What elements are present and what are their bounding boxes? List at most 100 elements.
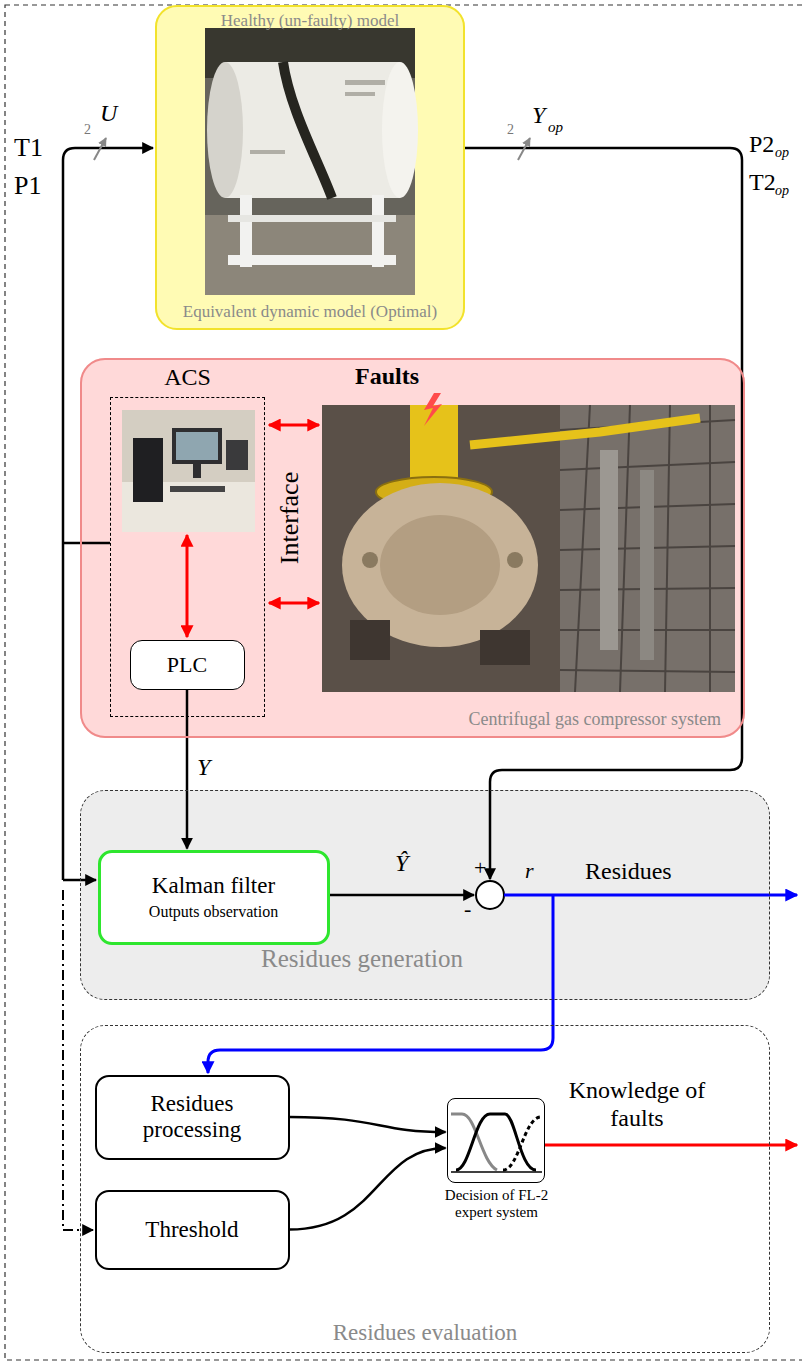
- bus-width-mark: [94, 138, 106, 160]
- kalman-box: Kalman filterOutputs observation: [98, 850, 330, 945]
- node-text: ACS: [111, 364, 264, 391]
- signal-label: Ŷ: [395, 850, 408, 877]
- signal-wire: [63, 890, 93, 1230]
- computer-photo: [176, 432, 218, 460]
- node-text: Residues evaluation: [81, 1320, 769, 1346]
- plant-panel: Centrifugal gas compressor systemACSPLC: [80, 358, 745, 738]
- node-text: Healthy (un-faulty) model: [157, 11, 463, 31]
- signal-label: T1: [14, 133, 43, 163]
- signal-label: Knowledge of faults: [562, 1077, 712, 1132]
- compressor-photo: [350, 620, 390, 660]
- fault-bolt: [424, 393, 442, 426]
- interface-arrow: [269, 602, 319, 605]
- computer-photo: [122, 410, 255, 532]
- tank-photo: [228, 215, 396, 222]
- interface-arrow: [187, 425, 319, 637]
- connector: [186, 690, 189, 849]
- compressor-photo: [380, 515, 500, 615]
- compressor-photo: [362, 552, 378, 568]
- tank-photo: [382, 62, 418, 198]
- signal-label: P1: [14, 171, 41, 201]
- node-text: Residues generation: [261, 945, 463, 973]
- fuzzy-curves: [456, 1114, 536, 1170]
- plc-box: PLC: [130, 640, 245, 690]
- compressor-photo: [575, 405, 710, 692]
- compressor-photo: [600, 450, 618, 650]
- outer-frame: [5, 5, 802, 1360]
- compressor-photo: [470, 418, 700, 445]
- tank-photo: [207, 62, 243, 198]
- signal-label: 2: [507, 122, 514, 138]
- computer-photo: [172, 428, 222, 464]
- node-text: Equivalent dynamic model (Optimal): [157, 302, 463, 322]
- threshold-box: Threshold: [95, 1190, 290, 1270]
- compressor-photo: [480, 630, 530, 665]
- signal-label: Residues: [585, 858, 672, 885]
- node-text: Residues processing: [122, 1091, 262, 1144]
- signal-wire: [465, 148, 742, 879]
- computer-photo: [170, 486, 225, 492]
- compressor-photo: [507, 552, 523, 568]
- computer-photo: [122, 410, 255, 532]
- fuzzy-curves: [451, 1171, 542, 1173]
- tank-photo: [345, 80, 385, 85]
- tank-photo: [225, 62, 400, 198]
- fuzzy-curves: [451, 1114, 542, 1172]
- model-panel: Healthy (un-faulty) modelEquivalent dyna…: [155, 5, 465, 330]
- interface-arrow: [269, 424, 319, 427]
- fuzzy-curves: [503, 1117, 541, 1170]
- signal-label: op: [775, 183, 789, 199]
- process-box: Residues processing: [95, 1075, 290, 1160]
- signal-label: Interface: [275, 472, 305, 564]
- region-fill: [80, 5, 770, 1353]
- signal-wire: [330, 894, 474, 897]
- tank-photo: [205, 28, 418, 295]
- signal-label: U: [100, 100, 117, 127]
- node-text: Centrifugal gas compressor system: [469, 709, 721, 730]
- signal-label: Y: [532, 102, 545, 129]
- interface-arrow: [186, 535, 189, 637]
- plant-panel-fill: [80, 358, 745, 738]
- signal-label: P2: [749, 131, 774, 158]
- edge-label: Y: [197, 754, 210, 781]
- decision-box: Decision of FL-2 expert system: [447, 1098, 545, 1183]
- fault-bolt: [424, 393, 442, 426]
- node-text: PLC: [167, 652, 207, 678]
- signal-label: op: [775, 145, 789, 161]
- signal-label: Faults: [355, 363, 419, 390]
- compressor-photo: [322, 405, 735, 692]
- signal-wire: [63, 148, 742, 1230]
- signal-wire: [63, 148, 153, 880]
- node-text: Threshold: [145, 1217, 238, 1243]
- generation-region: Residues generationKalman filterOutputs …: [80, 790, 770, 1000]
- evaluation-region-fill: [80, 1025, 770, 1353]
- sum-junction: [476, 881, 504, 909]
- connector: [290, 1117, 446, 1132]
- signal-label: -: [464, 896, 471, 922]
- signal-label: 2: [84, 122, 91, 138]
- acs-box: ACSPLC: [110, 397, 265, 717]
- tank-photo: [283, 62, 332, 198]
- signal-label: op: [548, 119, 563, 136]
- model-panel-fill: [155, 5, 465, 330]
- signal-label: r: [525, 858, 534, 884]
- residue-wire: [504, 894, 797, 897]
- node-text: Kalman filter: [152, 873, 275, 899]
- node-text: Outputs observation: [149, 903, 278, 921]
- signal-label: +: [474, 855, 486, 881]
- tank-photo: [228, 255, 396, 265]
- bus-width-mark: [518, 138, 530, 160]
- computer-photo: [226, 440, 248, 470]
- connector: [290, 1148, 446, 1230]
- compressor-photo: [640, 470, 654, 660]
- evaluation-region: Residues evaluation Residues processingTh…: [80, 1025, 770, 1353]
- compressor-photo: [560, 405, 735, 692]
- node-text: Decision of FL-2 expert system: [429, 1187, 564, 1222]
- signal-label: T2: [749, 169, 776, 196]
- computer-photo: [133, 438, 163, 502]
- signal-wire: [63, 542, 110, 545]
- computer-photo: [193, 464, 201, 478]
- compressor-photo: [322, 405, 735, 692]
